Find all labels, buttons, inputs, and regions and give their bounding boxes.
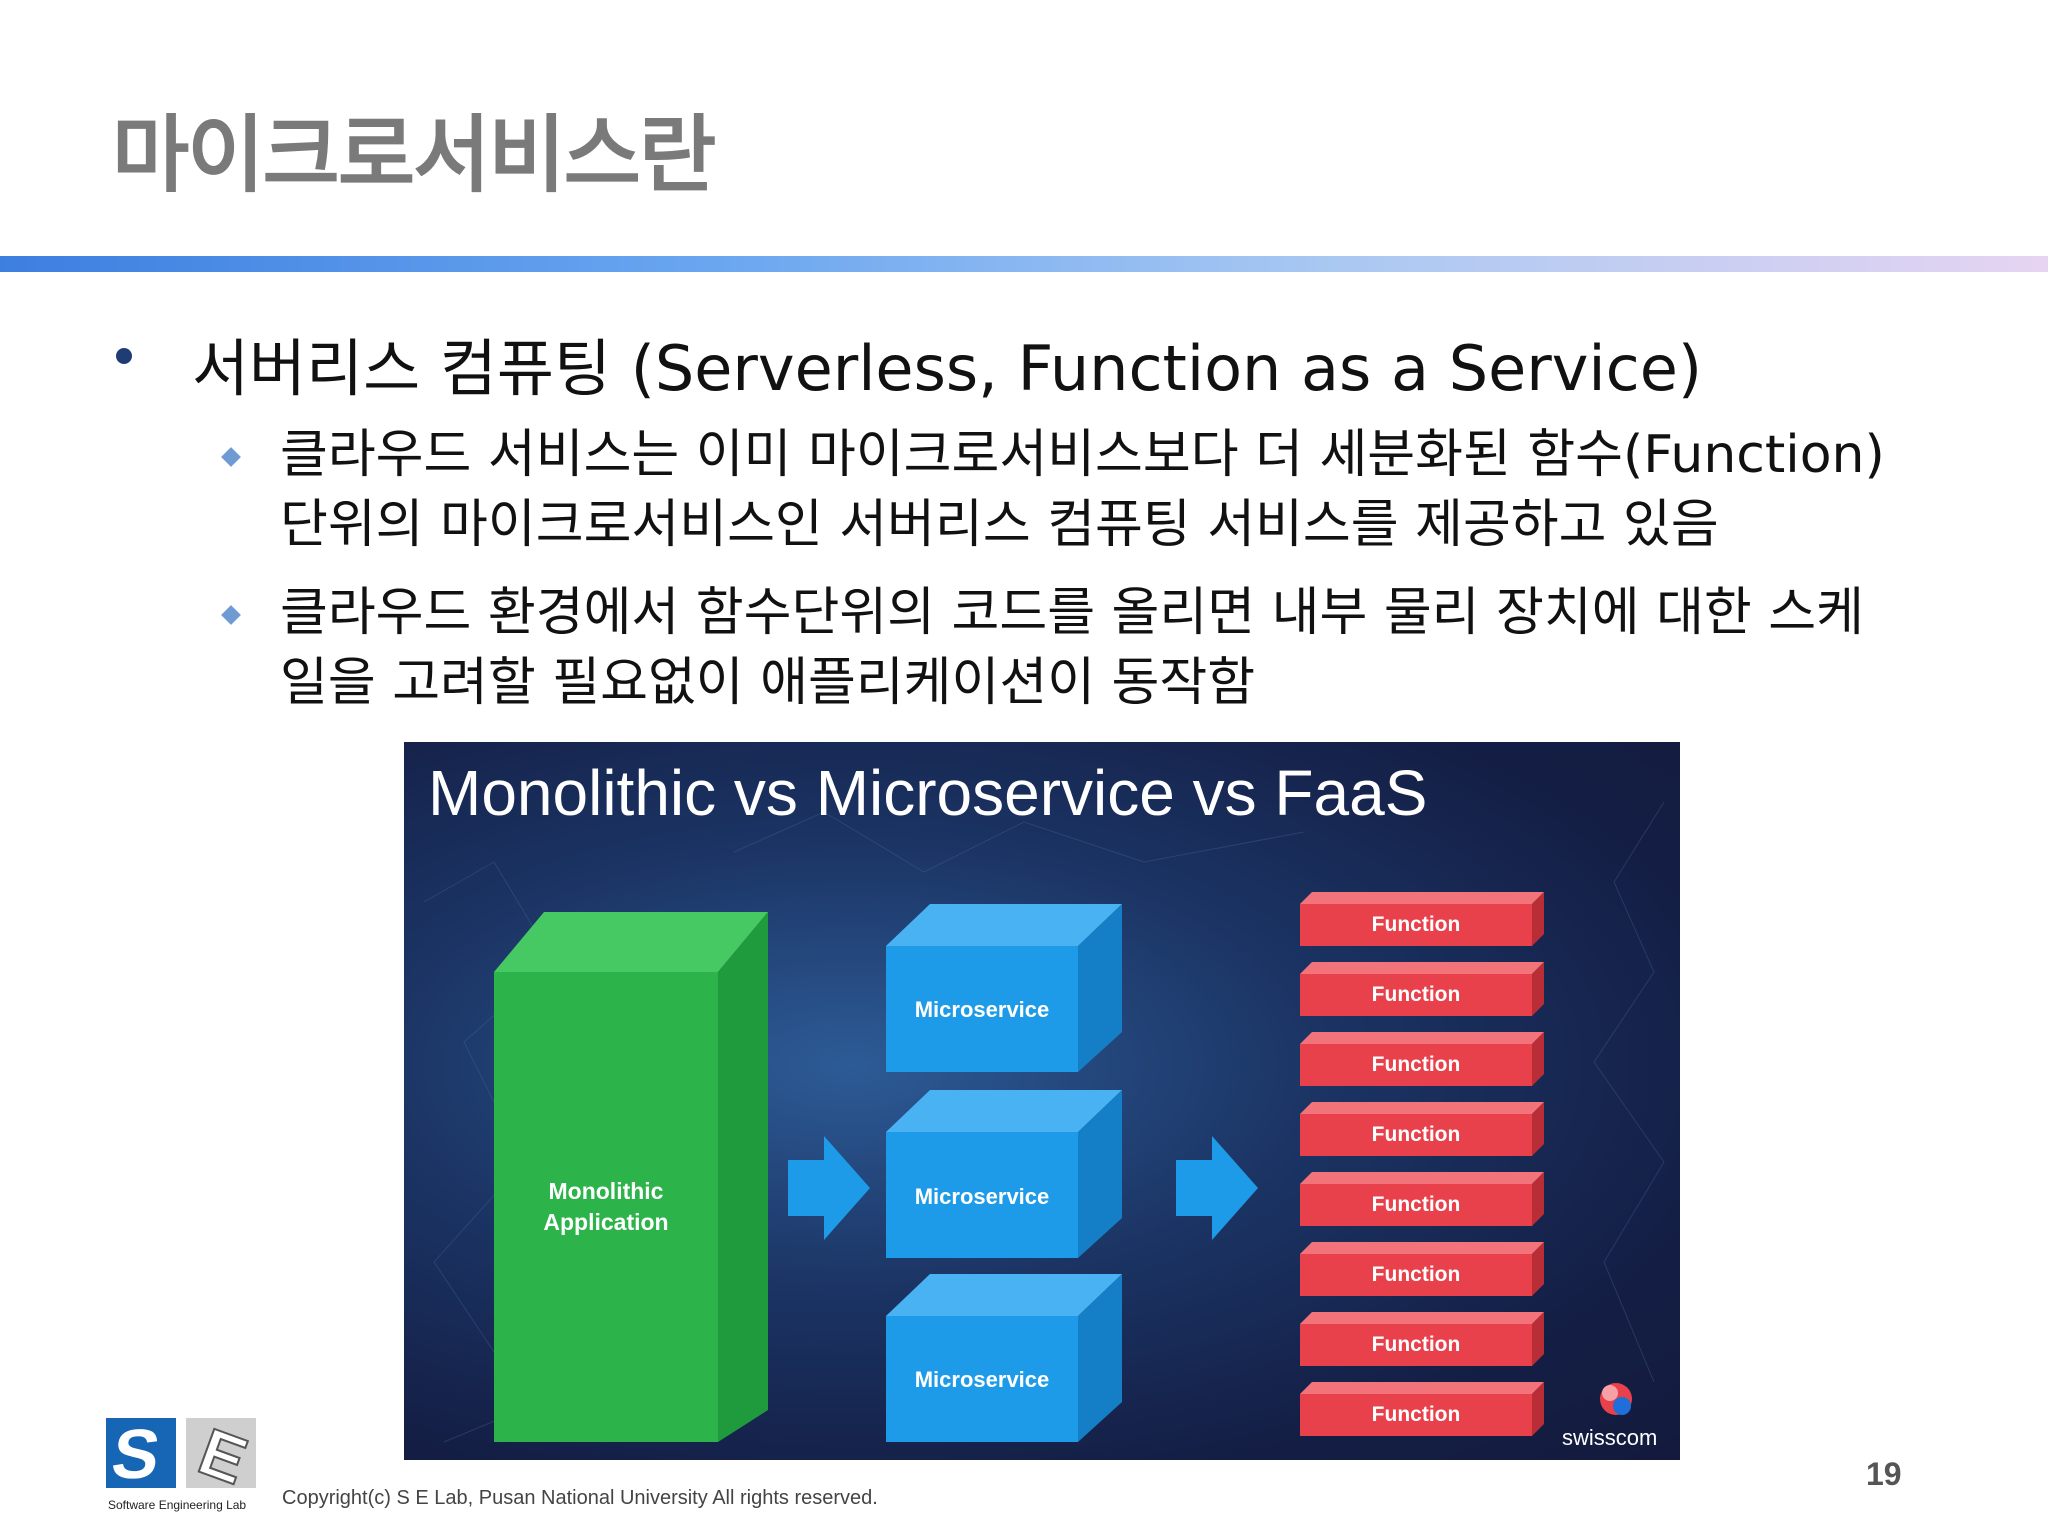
function-block-top (1300, 1102, 1544, 1114)
function-block-top (1300, 962, 1544, 974)
function-blocks (1300, 892, 1544, 1436)
function-block-top (1300, 1382, 1544, 1394)
e-logo-tile (186, 1418, 256, 1488)
function-label: Function (1371, 983, 1461, 1006)
function-block-side (1532, 1032, 1544, 1086)
title-divider (0, 256, 2048, 272)
arrow-right-icon (1176, 1136, 1258, 1240)
function-block (1300, 1044, 1532, 1086)
function-block-top (1300, 1032, 1544, 1044)
function-label: Function (1371, 1123, 1461, 1146)
monolith-label-line-2: Application (543, 1209, 669, 1235)
architecture-diagram: Monolithic vs Microservice vs FaaS Monol… (404, 742, 1680, 1460)
s-logo-tile (106, 1418, 176, 1488)
function-block (1300, 1324, 1532, 1366)
function-block-side (1532, 1172, 1544, 1226)
microservice-block (886, 904, 1122, 1072)
microservice-label: Microservice (914, 997, 1050, 1022)
function-label: Function (1371, 1333, 1461, 1356)
bullet-dot-icon (116, 348, 132, 364)
sub-bullet-1-line-2: 단위의 마이크로서비스인 서버리스 컴퓨팅 서비스를 제공하고 있음 (280, 495, 1719, 555)
function-label: Function (1371, 1403, 1461, 1426)
microservice-block (886, 1090, 1122, 1258)
svg-text:S: S (107, 1418, 165, 1493)
page-number: 19 (1866, 1456, 1902, 1492)
function-label: Function (1371, 1193, 1461, 1216)
function-block (1300, 1394, 1532, 1436)
function-block-side (1532, 892, 1544, 946)
sub-bullet-2-line-1: 클라우드 환경에서 함수단위의 코드를 올리면 내부 물리 장치에 대한 스케 (280, 583, 1864, 643)
slide-title: 마이크로서비스란 (112, 106, 716, 204)
brand-label: swisscom (1562, 1425, 1658, 1450)
function-block (1300, 904, 1532, 946)
copyright-notice: Copyright(c) S E Lab, Pusan National Uni… (282, 1487, 878, 1509)
diagram-title: Monolithic vs Microservice vs FaaS (428, 757, 1428, 829)
function-block-top (1300, 892, 1544, 904)
function-block-side (1532, 1382, 1544, 1436)
function-block-side (1532, 1242, 1544, 1296)
diamond-bullet-icon (221, 605, 241, 625)
function-block-side (1532, 1102, 1544, 1156)
microservice-label: Microservice (914, 1367, 1050, 1392)
bullet-main-text: 서버리스 컴퓨팅 (Serverless, Function as a Serv… (192, 332, 1703, 405)
function-block (1300, 1114, 1532, 1156)
function-label: Function (1371, 1053, 1461, 1076)
function-block-side (1532, 962, 1544, 1016)
function-block (1300, 974, 1532, 1016)
sub-bullet-1-line-1: 클라우드 서비스는 이미 마이크로서비스보다 더 세분화된 함수(Functio… (280, 425, 1885, 485)
swisscom-logo-icon (1600, 1383, 1632, 1415)
function-label: Function (1371, 1263, 1461, 1286)
diamond-bullet-icon (221, 447, 241, 467)
sub-bullet-2-line-2: 일을 고려할 필요없이 애플리케이션이 동작함 (280, 653, 1256, 713)
monolith-label-line-1: Monolithic (548, 1178, 664, 1204)
function-block-top (1300, 1312, 1544, 1324)
se-lab-logo: S E (106, 1413, 258, 1500)
arrow-right-icon (788, 1136, 870, 1240)
function-block (1300, 1254, 1532, 1296)
monolith-block (494, 912, 768, 1442)
logo-caption: Software Engineering Lab (108, 1498, 247, 1512)
function-block-top (1300, 1242, 1544, 1254)
diagram-graphics (423, 801, 1665, 1443)
function-label: Function (1371, 913, 1461, 936)
function-block (1300, 1184, 1532, 1226)
function-block-top (1300, 1172, 1544, 1184)
function-block-side (1532, 1312, 1544, 1366)
microservice-label: Microservice (914, 1184, 1050, 1209)
microservice-block (886, 1274, 1122, 1442)
